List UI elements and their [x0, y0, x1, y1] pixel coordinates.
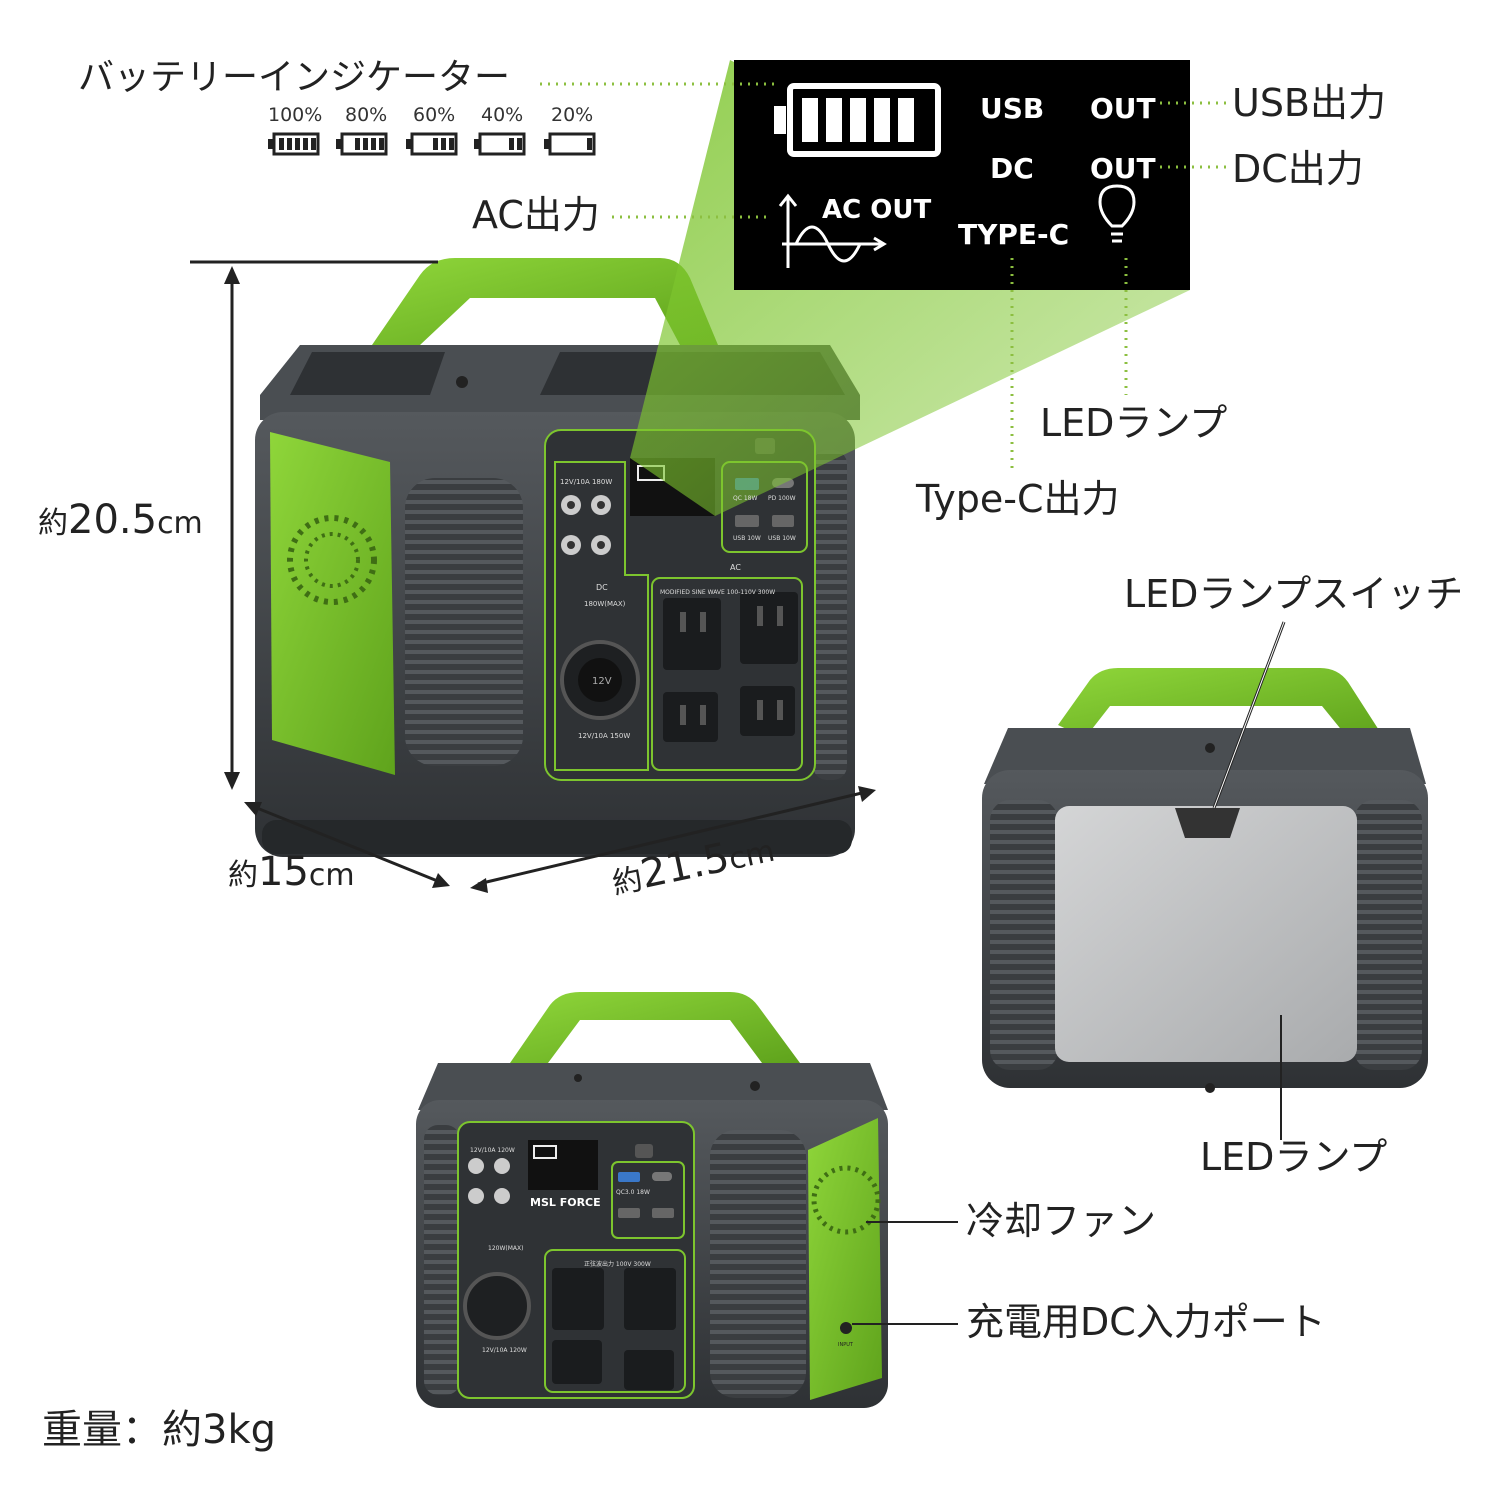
- display-panel: [734, 60, 1190, 290]
- height-label: 約20.5cm: [38, 497, 203, 543]
- dc-output-label: DC出力: [1232, 147, 1364, 191]
- battery-level-label: 80%: [345, 104, 388, 126]
- battery-level-label: 40%: [481, 104, 524, 126]
- usb-output-label: USB出力: [1232, 81, 1387, 125]
- handle: [372, 258, 718, 345]
- battery-indicator-title: バッテリーインジケーター: [78, 57, 511, 98]
- led-switch: [1175, 808, 1240, 838]
- height-dimension: [190, 260, 438, 782]
- side-panel-green: [270, 432, 395, 775]
- led-lamp-back-label: LEDランプ: [1200, 1135, 1388, 1179]
- battery-icon: [774, 83, 941, 157]
- type-c-output-label: Type-C出力: [916, 477, 1120, 521]
- car-socket: [463, 1272, 531, 1340]
- led-lamp-switch-label: LEDランプスイッチ: [1124, 572, 1464, 616]
- dc-input-port-label: 充電用DC入力ポート: [966, 1300, 1326, 1344]
- battery-level-label: 60%: [413, 104, 456, 126]
- cooling-fan-label: 冷却ファン: [966, 1199, 1157, 1243]
- fan-icon: [287, 515, 377, 605]
- fan-icon: [811, 1165, 881, 1235]
- battery-level-label: 20%: [551, 104, 594, 126]
- device-front: [416, 992, 888, 1408]
- ac-wave-icon: [778, 193, 887, 268]
- guides: [540, 82, 1226, 468]
- led-lamp-label: LEDランプ: [1040, 401, 1228, 445]
- weight-label: 重量：約3kg: [42, 1407, 277, 1453]
- device-main: [255, 258, 860, 857]
- ac-output-label: AC出力: [472, 193, 600, 237]
- device-back: [982, 668, 1428, 1093]
- depth-label: 約15cm: [228, 849, 355, 895]
- side-panel-green: [808, 1118, 882, 1400]
- bulb-icon: [1098, 184, 1136, 243]
- led-lamp-panel: [1055, 806, 1357, 1062]
- battery-level-label: 100%: [268, 104, 323, 126]
